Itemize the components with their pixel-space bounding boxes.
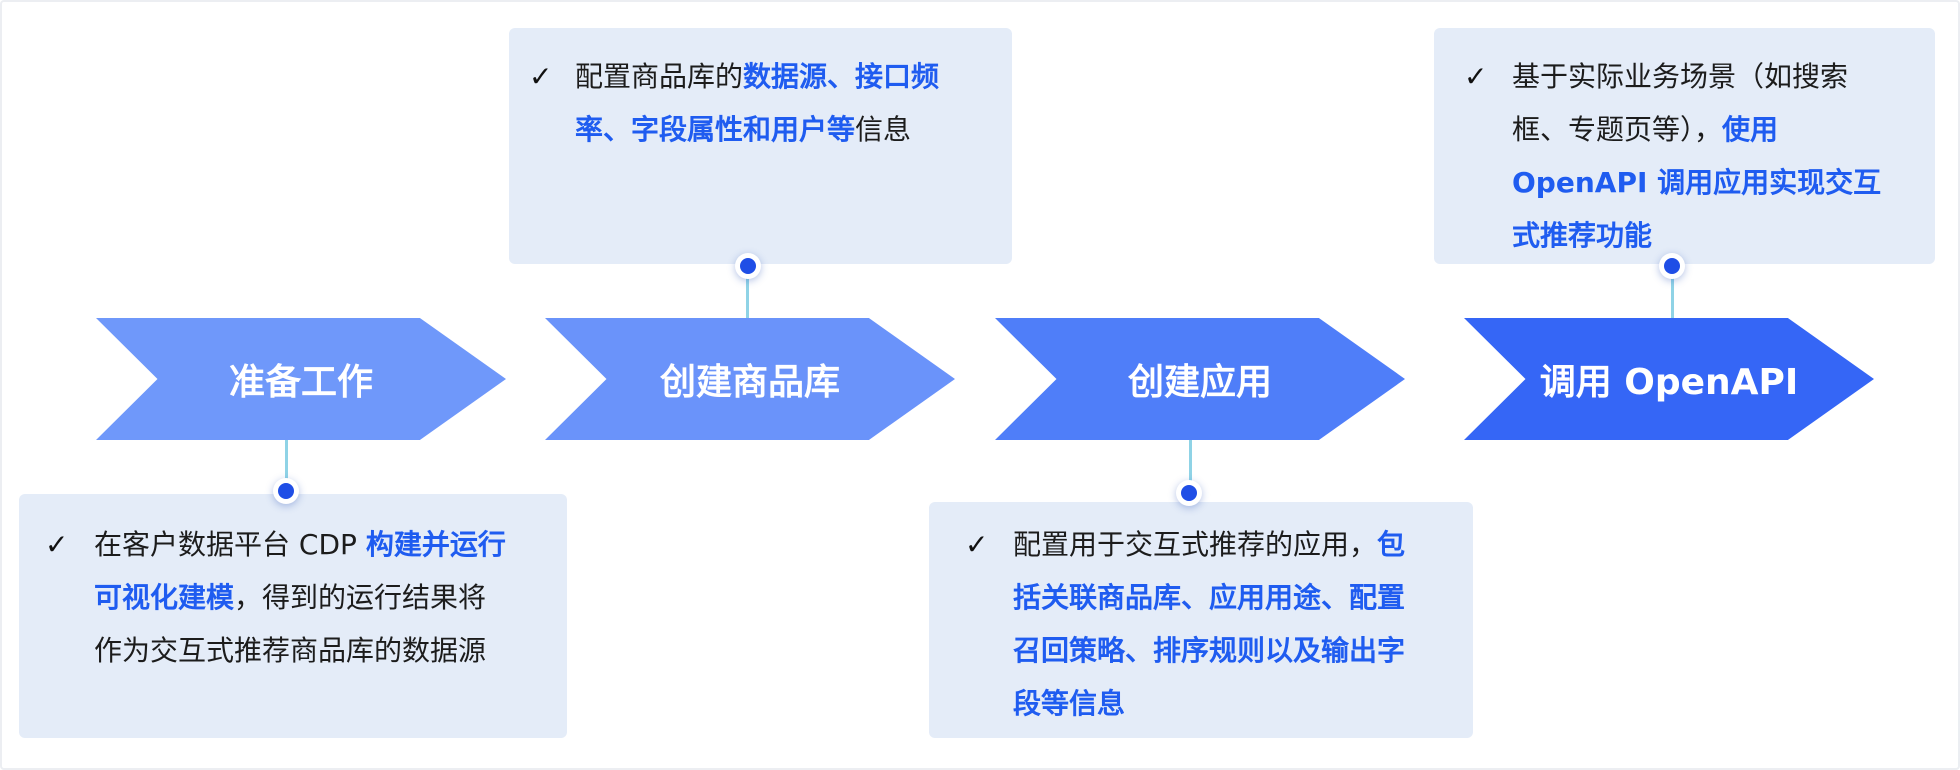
connector-dot <box>1659 253 1685 279</box>
card-create-library: ✓ 配置商品库的数据源、接口频 率、字段属性和用户等信息 <box>509 28 1012 264</box>
step-arrow-library <box>545 318 955 440</box>
connector-dot <box>735 253 761 279</box>
card-line: 式推荐功能 <box>1512 219 1653 252</box>
card-line: 可视化建模，得到的运行结果将 <box>94 581 487 614</box>
card-line: 配置商品库的数据源、接口频 <box>575 60 940 93</box>
connector-dot <box>1176 480 1202 506</box>
check-icon: ✓ <box>965 528 989 561</box>
card-line: 段等信息 <box>1013 687 1126 720</box>
card-line: 在客户数据平台 CDP 构建并运行 <box>94 528 506 561</box>
step-label: 调用 OpenAPI <box>1539 362 1799 403</box>
step-label: 准备工作 <box>228 362 373 403</box>
check-icon: ✓ <box>529 60 553 93</box>
card-line: 框、专题页等），使用 <box>1512 113 1779 146</box>
connector-line <box>1671 270 1674 320</box>
card-line: 括关联商品库、应用用途、配置 <box>1013 581 1406 614</box>
card-line: 率、字段属性和用户等信息 <box>575 113 912 146</box>
card-prepare: ✓ 在客户数据平台 CDP 构建并运行 可视化建模，得到的运行结果将 作为交互式… <box>19 494 567 738</box>
check-icon: ✓ <box>45 528 69 561</box>
step-arrow-prepare <box>96 318 506 440</box>
step-label: 创建应用 <box>1127 362 1272 403</box>
step-arrow-openapi <box>1464 318 1874 440</box>
step-label: 创建商品库 <box>659 362 840 403</box>
step-arrow-app <box>995 318 1405 440</box>
connector-dot <box>273 478 299 504</box>
card-create-app: ✓ 配置用于交互式推荐的应用，包 括关联商品库、应用用途、配置 召回策略、排序规… <box>929 502 1473 738</box>
card-call-openapi: ✓ 基于实际业务场景（如搜索 框、专题页等），使用 OpenAPI 调用应用实现… <box>1434 28 1935 264</box>
card-line: 配置用于交互式推荐的应用，包 <box>1013 528 1406 561</box>
connector-line <box>285 438 288 488</box>
connector-line <box>1189 438 1192 494</box>
card-line: 作为交互式推荐商品库的数据源 <box>94 634 487 667</box>
card-line: 召回策略、排序规则以及输出字 <box>1013 634 1406 667</box>
card-line: 基于实际业务场景（如搜索 <box>1512 60 1849 93</box>
connector-line <box>746 270 749 320</box>
check-icon: ✓ <box>1464 60 1488 93</box>
card-line: OpenAPI 调用应用实现交互 <box>1512 166 1882 199</box>
